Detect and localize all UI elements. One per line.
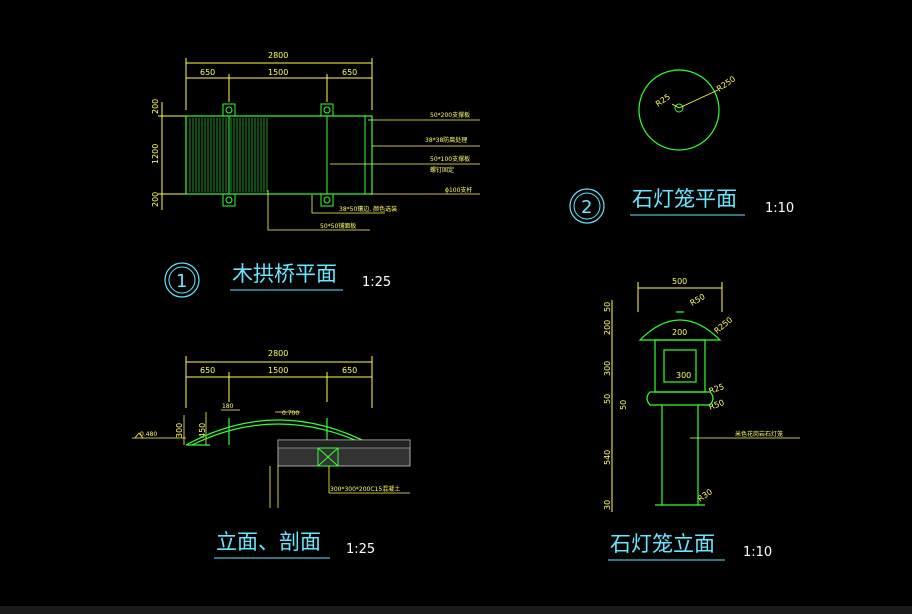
plan-note-1: 50*200支撑板 [430, 111, 470, 119]
elev-dim-180: 180 [222, 403, 234, 410]
lantern-plan: R250 R25 2 石灯笼平面 1:10 [569, 69, 794, 224]
bridge-plan: 2800 650 1500 650 200 1200 200 [151, 51, 480, 298]
lantern-r250: R250 [713, 315, 735, 335]
lantern-left-dim-7: 30 [603, 500, 612, 510]
lantern-plan-r-outer: R250 [715, 74, 737, 93]
plan-note-2: 38*38防腐处理 [425, 136, 467, 144]
lantern-left-dim-4: 50 [603, 394, 612, 404]
lantern-w200: 200 [672, 328, 687, 337]
plan-note-7: 50*50铺面板 [320, 222, 356, 230]
elev-dim-mid: 1500 [268, 366, 288, 375]
plan-dim-left: 650 [200, 68, 215, 77]
plan-dim-left-top: 200 [151, 99, 160, 114]
status-strip [0, 606, 912, 614]
elev-level: 0.480 [140, 431, 157, 438]
plan-note-6: 38*50镶边, 颜色选装 [339, 205, 397, 213]
lantern-left-dim-6: 540 [603, 450, 612, 465]
lantern-left-dim-2: 200 [603, 320, 612, 335]
elev-dim-300: 300 [175, 423, 184, 438]
elev-dim-top: 0.700 [282, 410, 299, 417]
plan-dim-total: 2800 [268, 51, 288, 60]
plan-dim-left-mid: 1200 [151, 144, 160, 164]
lantern-r25: R25 [708, 382, 726, 396]
lantern-left-dim-1: 50 [603, 302, 612, 312]
plan-dim-mid: 1500 [268, 68, 288, 77]
lantern-elev-scale: 1:10 [743, 545, 772, 560]
plan-dim-right: 650 [342, 68, 357, 77]
lantern-plan-title: 石灯笼平面 [632, 187, 737, 211]
plan-note-4: 螺钉固定 [430, 166, 454, 174]
lantern-plan-r-inner: R25 [654, 92, 672, 108]
lantern-width: 500 [672, 277, 687, 286]
plan-title: 木拱桥平面 [232, 262, 337, 286]
plan-note-3: 50*100支撑板 [430, 155, 470, 163]
lantern-r30: R30 [696, 487, 714, 503]
elev-dim-total: 2800 [268, 349, 288, 358]
elev-title: 立面、剖面 [216, 530, 321, 554]
plan-number: 1 [176, 271, 187, 292]
elev-dim-right: 650 [342, 366, 357, 375]
lantern-left-dim-3: 300 [603, 361, 612, 376]
elev-dim-450: 450 [198, 423, 207, 438]
plan-scale: 1:25 [362, 275, 391, 290]
elev-foundation-note: 300*300*200C15混凝土 [330, 485, 400, 493]
plan-note-5: ϕ100支杆 [445, 186, 472, 194]
lantern-elevation: 500 R50 R250 200 300 R25 R50 R30 50 200 … [603, 277, 800, 561]
lantern-elev-title: 石灯笼立面 [610, 532, 715, 556]
bridge-elevation: 2800 650 1500 650 0.480 300 450 180 0.70… [132, 349, 411, 559]
lantern-plan-scale: 1:10 [765, 201, 794, 216]
lantern-r50-top: R50 [689, 292, 707, 308]
lantern-w300: 300 [676, 371, 691, 380]
elev-dim-left: 650 [200, 366, 215, 375]
lantern-plan-number: 2 [581, 197, 592, 218]
elev-scale: 1:25 [346, 542, 375, 557]
plan-dim-left-bottom: 200 [151, 192, 160, 207]
lantern-material-note: 米色花岗岩石灯笼 [735, 430, 783, 438]
lantern-left-dim-5: 50 [619, 400, 628, 410]
